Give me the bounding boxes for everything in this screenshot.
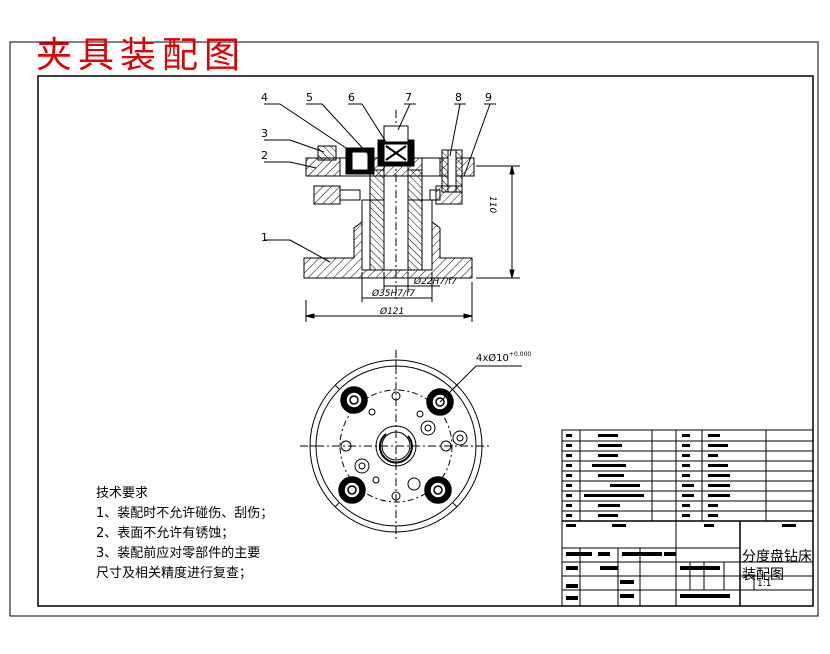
- balloon-8: 8: [455, 91, 462, 104]
- dim-holes: 4xØ10: [476, 353, 509, 364]
- balloon-7: 7: [405, 91, 412, 104]
- scale-value: 1:1: [757, 579, 772, 589]
- balloon-3: 3: [261, 127, 268, 140]
- balloon-9: 9: [485, 91, 492, 104]
- section-view: [264, 103, 520, 322]
- balloon-5: 5: [306, 91, 313, 104]
- top-view: [300, 350, 522, 542]
- tech-heading: 技术要求: [96, 486, 149, 501]
- balloon-1: 1: [261, 231, 268, 244]
- tech-item-2: 2、表面不允许有锈蚀；: [96, 526, 235, 541]
- balloon-4: 4: [261, 91, 268, 104]
- part-name-line2: 装配图: [742, 567, 784, 583]
- title-block: [561, 429, 814, 607]
- sheet-inner-border: [37, 75, 814, 607]
- sheet-outer-border: [9, 41, 819, 617]
- tech-item-1: 1、装配时不允许碰伤、刮伤；: [96, 506, 274, 521]
- part-name: 分度盘钻床 装配图: [742, 548, 812, 584]
- dim-height: 110: [487, 196, 497, 214]
- bom-text-marks: [566, 434, 796, 600]
- drawing-title: 夹具装配图: [36, 35, 247, 76]
- dim-fit-35: Ø35H7/f7: [372, 289, 415, 299]
- balloon-2: 2: [261, 149, 268, 162]
- tech-item-4: 尺寸及相关精度进行复查；: [96, 566, 253, 581]
- balloon-6: 6: [348, 91, 355, 104]
- dim-dia-121: Ø121: [380, 307, 405, 317]
- part-name-line1: 分度盘钻床: [742, 549, 812, 565]
- dim-holes-tol: +0.000: [509, 351, 532, 358]
- tech-requirements: 技术要求 1、装配时不允许碰伤、刮伤； 2、表面不允许有锈蚀； 3、装配前应对零…: [96, 484, 273, 584]
- tech-item-3: 3、装配前应对零部件的主要: [96, 546, 261, 561]
- dim-fit-22: Ø22H7/f7: [414, 277, 457, 287]
